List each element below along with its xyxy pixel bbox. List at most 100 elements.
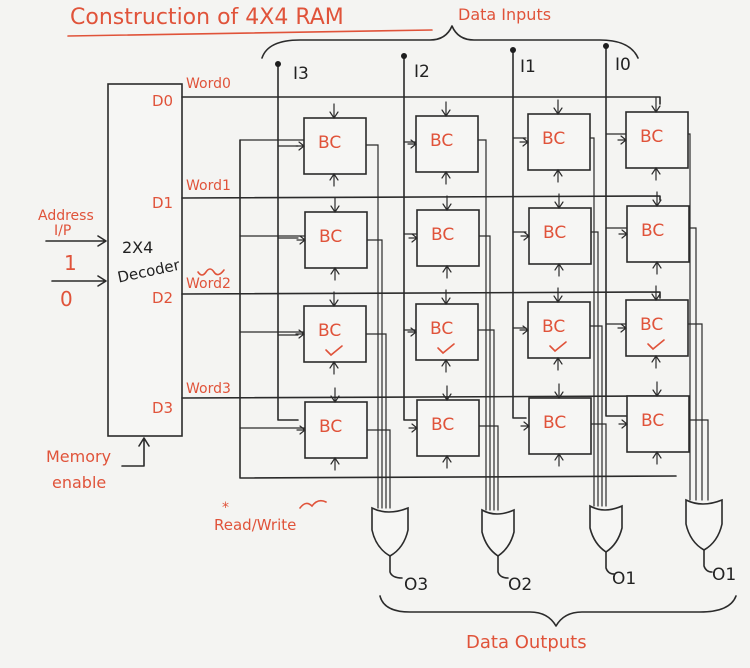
binary-cell-box <box>304 211 368 269</box>
binary-cell-label: BC <box>543 223 566 243</box>
cell-input-arrow <box>618 419 628 429</box>
read-write-label: Read/Write <box>214 516 296 534</box>
cell-select-arrow <box>329 103 339 120</box>
binary-cell-r2-c2: BC <box>519 287 591 371</box>
cell-rw-arrow <box>330 266 340 281</box>
cell-rw-arrow <box>441 170 451 185</box>
cell-input-arrow <box>520 421 530 431</box>
cell-check-mark <box>437 343 455 355</box>
binary-cell-r0-c3: BC <box>617 97 689 181</box>
input-terminal-i2 <box>401 53 407 59</box>
decoder-output-d0: D0 <box>152 92 173 110</box>
address-arrow-top <box>45 235 107 247</box>
binary-cell-box <box>416 209 480 267</box>
output-label-o3: O3 <box>404 575 428 595</box>
decoder-output-d3: D3 <box>152 399 173 417</box>
cell-input-arrow <box>295 141 305 151</box>
cell-input-arrow <box>296 425 306 435</box>
binary-cell-label: BC <box>542 317 565 337</box>
binary-cell-label: BC <box>319 417 342 437</box>
cell-input-arrow <box>519 325 529 335</box>
binary-cell-box <box>416 399 480 457</box>
cell-check-mark <box>325 345 343 357</box>
cell-rw-arrow <box>554 452 564 467</box>
cell-rw-arrow <box>652 450 662 465</box>
cell-input-arrow <box>618 229 628 239</box>
binary-cell-label: BC <box>542 129 565 149</box>
cell-input-arrow <box>519 137 529 147</box>
word-line-1 <box>181 195 661 201</box>
or-gate-o3 <box>371 506 409 557</box>
binary-cell-r3-c0: BC <box>296 387 368 471</box>
address-label-line1: Address <box>38 208 94 224</box>
decoder-label-line1: 2X4 <box>122 238 153 257</box>
binary-cell-box <box>304 401 368 459</box>
decoder-output-d2: D2 <box>152 289 173 307</box>
input-terminal-i1 <box>510 47 516 53</box>
data-outputs-brace <box>379 595 737 627</box>
data-input-lines <box>277 47 627 421</box>
cell-select-arrow <box>330 387 340 404</box>
word-label-0: Word0 <box>186 76 231 92</box>
cell-input-arrow <box>296 235 306 245</box>
binary-cell-r0-c1: BC <box>407 101 479 185</box>
cell-select-arrow <box>553 99 563 116</box>
cell-rw-arrow <box>651 354 661 369</box>
binary-cell-label: BC <box>641 411 664 431</box>
cell-rw-arrow <box>442 454 452 469</box>
output-label-o2: O2 <box>508 575 532 595</box>
binary-cell-r0-c2: BC <box>519 99 591 183</box>
output-label-o1b: O1 <box>712 565 736 585</box>
input-terminal-i3 <box>275 61 281 67</box>
cell-input-arrow <box>520 231 530 241</box>
cell-select-arrow <box>652 381 662 398</box>
binary-cell-r1-c0: BC <box>296 197 368 281</box>
binary-cell-label: BC <box>640 315 663 335</box>
or-gate-o0 <box>685 498 723 551</box>
cell-input-arrow <box>408 423 418 433</box>
binary-cell-box <box>527 113 591 171</box>
cell-rw-arrow <box>330 456 340 471</box>
cell-select-arrow <box>442 385 452 402</box>
input-terminal-i0 <box>603 43 609 49</box>
word-line-2 <box>181 291 661 299</box>
cell-select-arrow <box>441 289 451 306</box>
data-outputs-label: Data Outputs <box>466 632 587 653</box>
binary-cell-r2-c1: BC <box>407 289 479 373</box>
cell-rw-arrow <box>553 356 563 371</box>
binary-cell-label: BC <box>431 415 454 435</box>
binary-cell-r3-c1: BC <box>408 385 480 469</box>
input-label-i3: I3 <box>293 64 309 84</box>
binary-cell-r3-c3: BC <box>618 381 690 465</box>
memory-enable-arrow <box>121 437 150 467</box>
cell-select-arrow <box>651 285 661 302</box>
gate-output-o3 <box>389 555 403 579</box>
cell-select-arrow <box>442 195 452 212</box>
gate-output-o2 <box>497 555 509 579</box>
binary-cell-r0-c0: BC <box>295 103 367 187</box>
binary-cell-label: BC <box>318 133 341 153</box>
binary-cell-label: BC <box>640 127 663 147</box>
cell-check-mark <box>647 339 665 351</box>
decoder-output-d1: D1 <box>152 194 173 212</box>
read-write-star: * <box>222 500 229 516</box>
read-write-mark <box>299 499 327 509</box>
cell-input-arrow <box>617 323 627 333</box>
input-label-i0: I0 <box>615 55 631 75</box>
word-label-3: Word3 <box>186 381 231 397</box>
binary-cell-box <box>528 397 592 455</box>
gate-output-o0 <box>703 549 713 573</box>
address-bit-high: 1 <box>64 251 77 275</box>
cell-rw-arrow <box>554 262 564 277</box>
cell-input-arrow <box>407 139 417 149</box>
binary-cell-r1-c3: BC <box>618 191 690 275</box>
cell-select-arrow <box>330 197 340 214</box>
cell-check-mark <box>549 341 567 353</box>
cell-select-arrow <box>651 97 661 114</box>
binary-cell-label: BC <box>318 321 341 341</box>
decoder-box <box>107 83 183 437</box>
read-write-line <box>239 139 677 479</box>
